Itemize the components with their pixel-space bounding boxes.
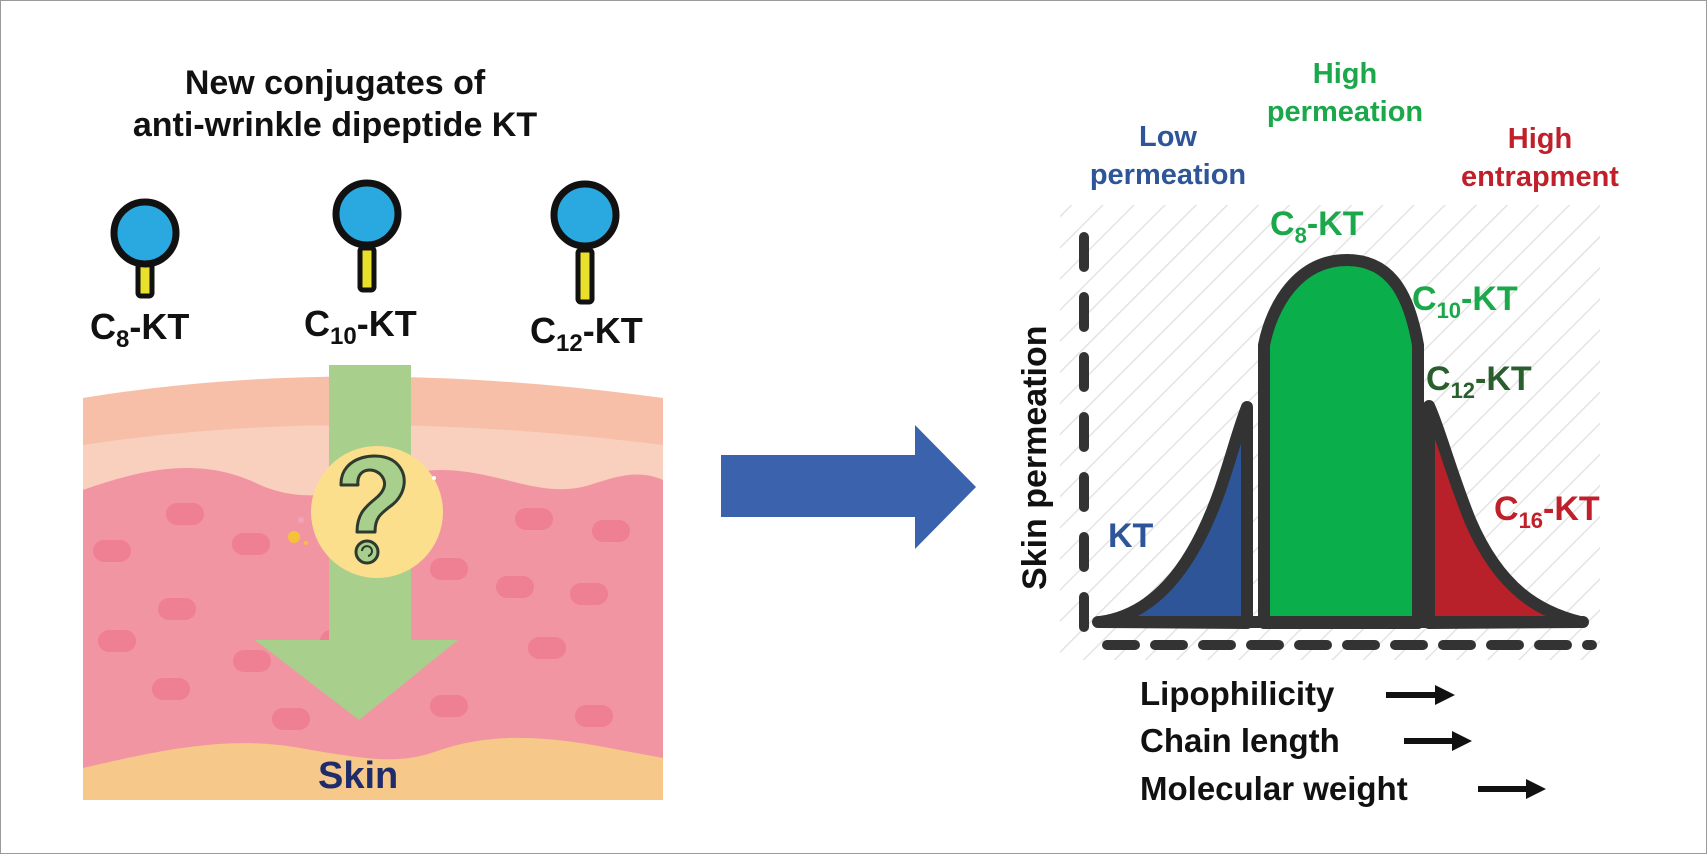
title-line-2: anti-wrinkle dipeptide KT <box>132 106 538 144</box>
region-label-high-permeation: High permeation <box>1266 58 1424 128</box>
molecule-c10 <box>332 179 402 293</box>
question-mark-icon <box>288 446 443 578</box>
region-label-low: Low permeation <box>1089 121 1247 191</box>
molecule-label-c10: C10-KT <box>304 303 417 350</box>
y-axis-label: Skin permeation <box>1016 325 1054 590</box>
x-property-molecular-weight: Molecular weight <box>1140 770 1408 807</box>
curve-region-low <box>1094 401 1253 629</box>
arrow-right-icon <box>1386 685 1455 705</box>
molecule-c8 <box>110 198 180 299</box>
skin-label: Skin <box>318 755 399 797</box>
curve-label-c10: C10-KT <box>1412 280 1518 323</box>
molecule-label-c8: C8-KT <box>90 306 190 353</box>
panel-title: New conjugates of anti-wrinkle dipeptide… <box>0 62 670 146</box>
arrow-right-icon <box>721 425 976 549</box>
title-line-1: New conjugates of <box>184 64 486 102</box>
arrow-right-icon <box>1478 779 1546 799</box>
region-label-high-entrapment: High entrapment <box>1461 123 1619 193</box>
arrow-right-icon <box>1404 731 1472 751</box>
curve-label-c12: C12-KT <box>1426 360 1532 403</box>
curve-label-c8: C8-KT <box>1270 205 1364 248</box>
curve-region-entrap <box>1423 400 1586 629</box>
curve-region-high <box>1258 254 1424 629</box>
molecule-c12 <box>550 180 620 305</box>
curve-label-c16: C16-KT <box>1494 490 1600 533</box>
x-property-lipophilicity: Lipophilicity <box>1140 675 1335 712</box>
molecule-label-c12: C12-KT <box>530 310 643 357</box>
curve-label-kt: KT <box>1108 517 1154 555</box>
x-property-chain-length: Chain length <box>1140 722 1340 759</box>
